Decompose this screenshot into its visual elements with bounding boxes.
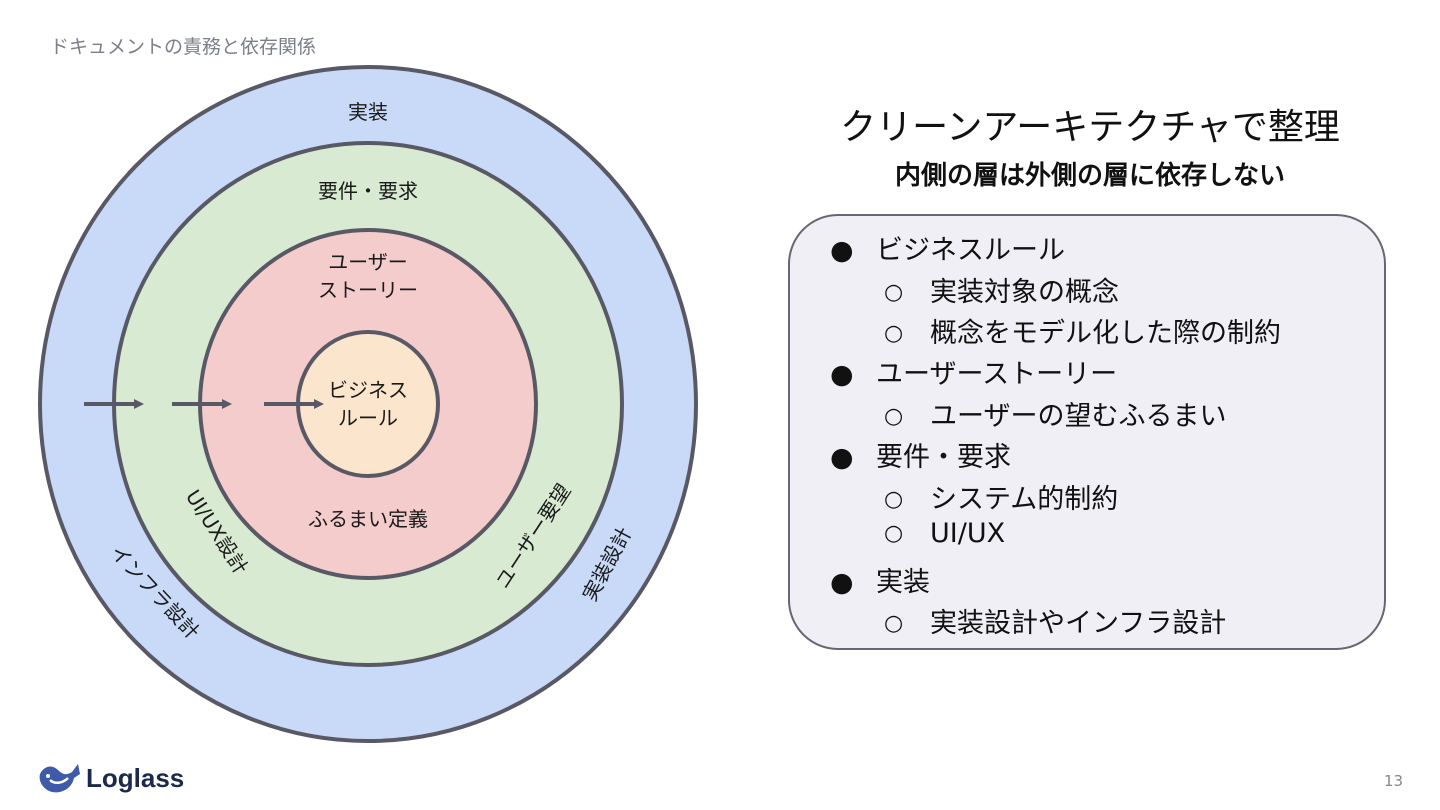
bullet-label: ユーザーストーリー: [876, 359, 1118, 390]
bullet-sublabel: システム的制約: [930, 484, 1119, 515]
second-ring-label: 要件・要求: [318, 179, 418, 203]
bullet-item-business-rule: ● ビジネスルール: [830, 228, 1065, 267]
logo-text: Loglass: [86, 762, 185, 793]
bullet-subitem: ○ システム的制約: [884, 477, 1118, 516]
third-ring-bottom-label: ふるまい定義: [308, 507, 428, 531]
bullet-dot-icon: ●: [830, 235, 854, 266]
bullet-circle-icon: ○: [884, 521, 904, 546]
bullet-label: 実装: [876, 567, 930, 598]
bullet-item-requirements: ● 要件・要求: [830, 435, 1011, 474]
diagram-svg: [38, 65, 698, 743]
bullet-sublabel: UI/UX: [930, 518, 1006, 549]
section-label: ドキュメントの責務と依存関係: [50, 36, 317, 58]
slide-subtitle: 内側の層は外側の層に依存しない: [894, 161, 1285, 191]
bullet-sublabel: 実装対象の概念: [930, 277, 1119, 308]
bullet-dot-icon: ●: [830, 567, 854, 598]
bullet-item-implementation: ● 実装: [830, 560, 930, 599]
bullet-subitem: ○ ユーザーの望むふるまい: [884, 394, 1226, 433]
slide-title: クリーンアーキテクチャで整理: [840, 107, 1340, 148]
bullet-subitem: ○ UI/UX: [884, 518, 1005, 549]
bullet-label: 要件・要求: [876, 442, 1011, 473]
whale-logo-icon: [39, 764, 80, 793]
bullet-circle-icon: ○: [884, 321, 904, 346]
bullet-label: ビジネスルール: [876, 235, 1065, 266]
bullet-sublabel: 実装設計やインフラ設計: [930, 608, 1227, 639]
third-ring-label-line2: ストーリー: [318, 278, 418, 302]
bullet-circle-icon: ○: [884, 487, 904, 512]
bullet-subitem: ○ 概念をモデル化した際の制約: [884, 311, 1281, 350]
outer-ring-label: 実装: [348, 100, 388, 124]
core-label-line2: ルール: [338, 406, 398, 430]
third-ring-label-line1: ユーザー: [328, 250, 408, 274]
bullet-circle-icon: ○: [884, 404, 904, 429]
bullet-circle-icon: ○: [884, 280, 904, 305]
core-label-line1: ビジネス: [328, 378, 408, 402]
page-number: 13: [1384, 772, 1404, 790]
bullet-subitem: ○ 実装設計やインフラ設計: [884, 601, 1226, 640]
bullet-circle-icon: ○: [884, 611, 904, 636]
bullet-subitem: ○ 実装対象の概念: [884, 270, 1119, 309]
bullet-sublabel: ユーザーの望むふるまい: [930, 401, 1227, 432]
bullet-item-user-story: ● ユーザーストーリー: [830, 352, 1117, 391]
clean-architecture-diagram: 実装 要件・要求 ユーザー ストーリー ビジネス ルール ふるまい定義 UI/U…: [38, 65, 698, 743]
bullet-dot-icon: ●: [830, 359, 854, 390]
loglass-logo: Loglass: [38, 758, 184, 798]
summary-panel: [788, 214, 1386, 650]
bullet-sublabel: 概念をモデル化した際の制約: [930, 318, 1281, 349]
bullet-dot-icon: ●: [830, 442, 854, 473]
